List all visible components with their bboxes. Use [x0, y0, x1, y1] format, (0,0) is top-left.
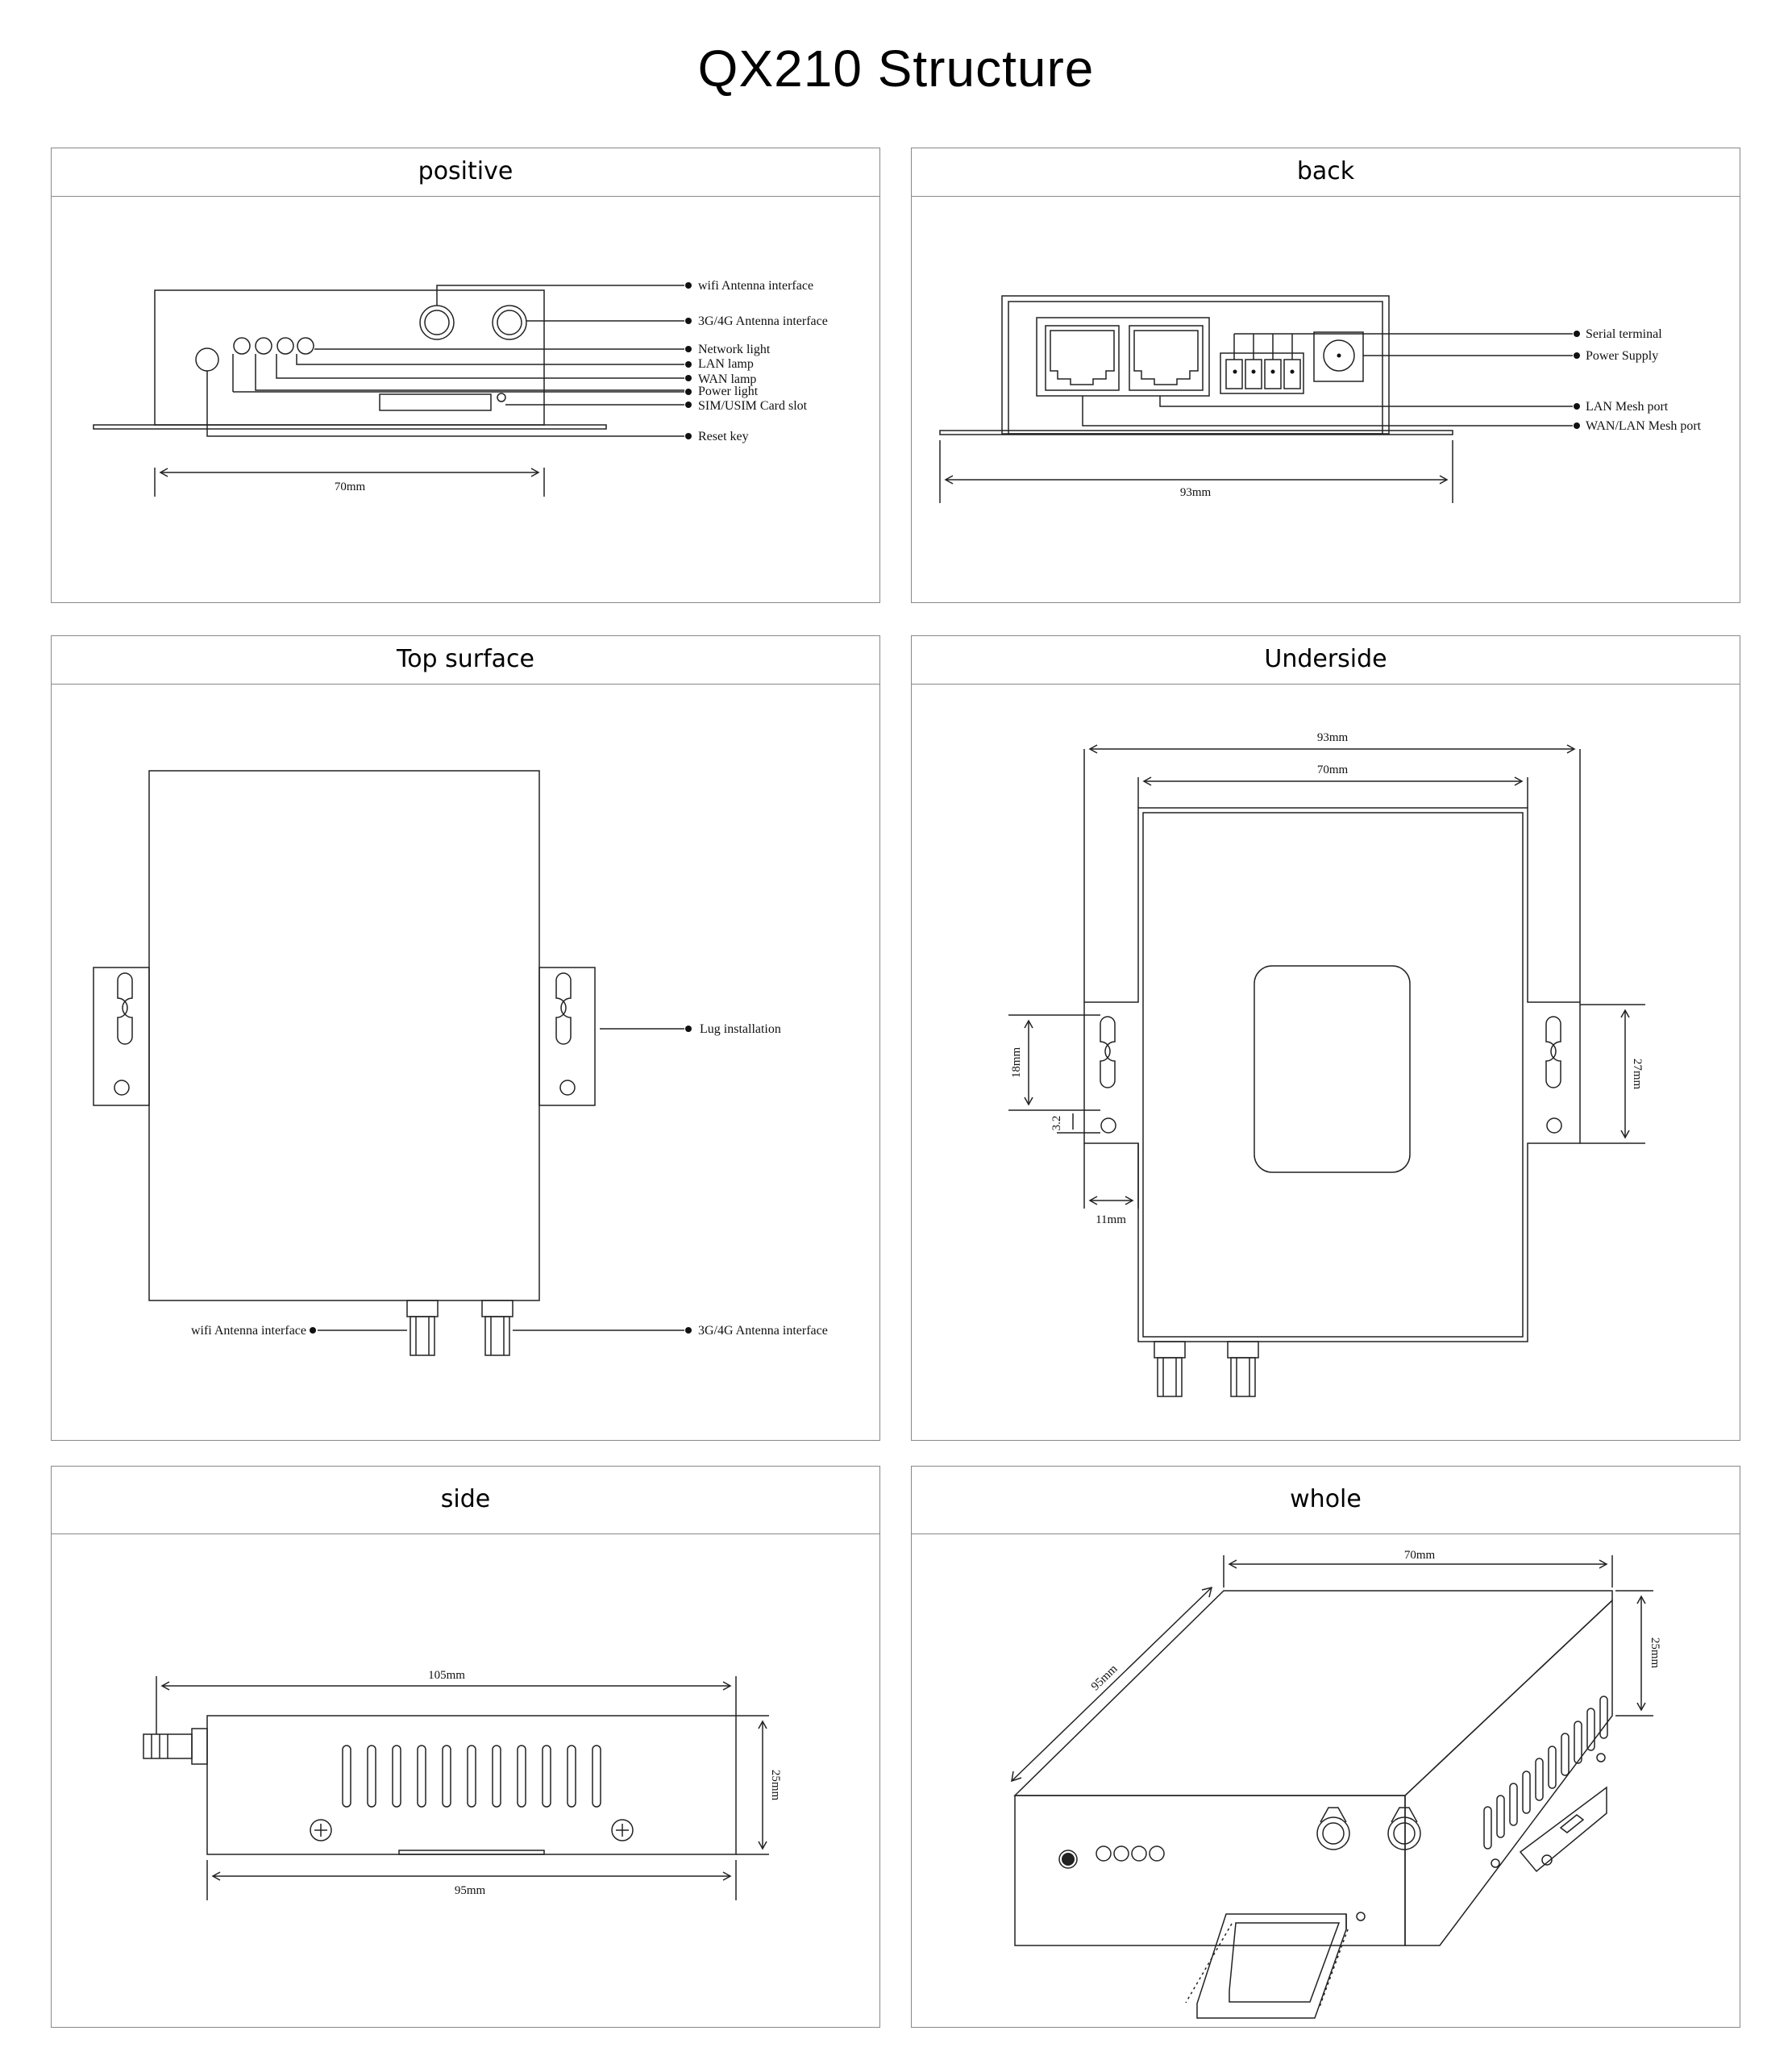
panel-header: Underside: [912, 636, 1740, 685]
panel-underside: Underside: [911, 635, 1740, 1441]
underside-drawing: 93mm 70mm 18mm 3.2 27mm 11mm: [1008, 731, 1645, 1397]
panel-header: positive: [52, 148, 879, 197]
label-lan-mesh-port: LAN Mesh port: [1586, 400, 1669, 414]
panel-back: back: [911, 148, 1740, 603]
front-view-drawing: wifi Antenna interface 3G/4G Antenna int…: [93, 279, 828, 497]
page-title: QX210 Structure: [697, 40, 1095, 98]
dim-95mm: 95mm: [1089, 1662, 1121, 1693]
dim-3-2: 3.2: [1050, 1116, 1063, 1131]
dim-93mm: 93mm: [1317, 731, 1349, 744]
label-4g-antenna: 3G/4G Antenna interface: [698, 314, 828, 328]
label-wifi-antenna: wifi Antenna interface: [191, 1324, 306, 1338]
dim-70mm: 70mm: [1404, 1549, 1436, 1562]
label-reset-key: Reset key: [698, 430, 749, 443]
dim-width: 70mm: [335, 481, 366, 493]
panel-top-surface: Top surface Lug installation wifi Antenn…: [51, 635, 880, 1441]
label-wifi-antenna: wifi Antenna interface: [698, 279, 813, 293]
dim-25mm: 25mm: [769, 1770, 782, 1801]
dim-width: 93mm: [1180, 486, 1212, 499]
panel-header: whole: [912, 1467, 1740, 1534]
dim-27mm: 27mm: [1631, 1059, 1644, 1090]
panel-header: back: [912, 148, 1740, 197]
label-wan-lan-mesh-port: WAN/LAN Mesh port: [1586, 419, 1702, 433]
label-wan-lamp: WAN lamp: [698, 372, 756, 386]
panel-side: side: [51, 1466, 880, 2028]
label-4g-antenna: 3G/4G Antenna interface: [698, 1324, 828, 1338]
side-view-drawing: 105mm 25mm 95mm: [143, 1669, 782, 1900]
label-lug-installation: Lug installation: [700, 1022, 781, 1036]
label-lan-lamp: LAN lamp: [698, 357, 754, 371]
label-serial-terminal: Serial terminal: [1586, 327, 1662, 341]
isometric-drawing: 70mm 95mm 25mm: [1011, 1549, 1661, 2019]
dim-11mm: 11mm: [1096, 1213, 1126, 1226]
label-power-light: Power light: [698, 385, 759, 398]
panel-positive: positive: [51, 148, 880, 603]
panel-header: Top surface: [52, 636, 879, 685]
dim-25mm: 25mm: [1649, 1637, 1661, 1669]
panel-header: side: [52, 1467, 879, 1534]
top-view-drawing: Lug installation wifi Antenna interface …: [93, 770, 828, 1356]
label-network-light: Network light: [698, 343, 771, 356]
dim-18mm: 18mm: [1010, 1047, 1023, 1079]
back-view-drawing: Serial terminal Power Supply LAN Mesh po…: [939, 295, 1702, 503]
panel-whole: whole: [911, 1466, 1740, 2028]
dim-95mm: 95mm: [455, 1884, 486, 1897]
label-sim-slot: SIM/USIM Card slot: [698, 399, 808, 413]
label-power-supply: Power Supply: [1586, 349, 1658, 363]
dim-105mm: 105mm: [428, 1669, 465, 1682]
dim-70mm: 70mm: [1317, 764, 1349, 776]
